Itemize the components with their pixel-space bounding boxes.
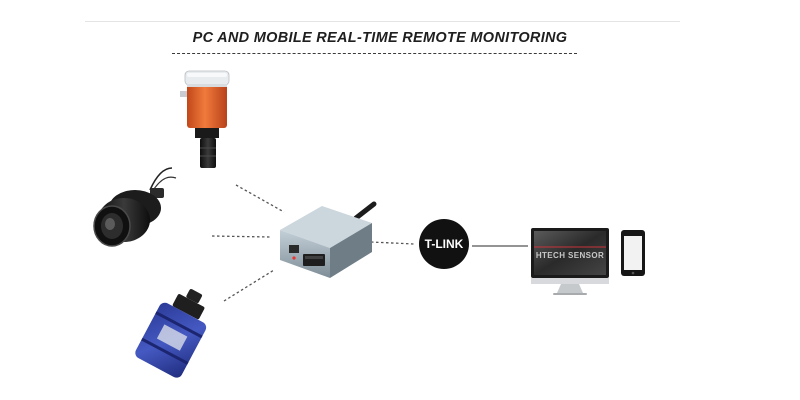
desktop-monitor-icon: HTECH SENSOR (531, 228, 609, 295)
page-title: PC AND MOBILE REAL-TIME REMOTE MONITORIN… (192, 30, 568, 46)
connector-blue-to-gateway (223, 269, 275, 302)
gateway-device-icon (280, 201, 377, 278)
orange-ultrasonic-sensor-icon (180, 70, 230, 168)
blue-ultrasonic-sensor-icon (135, 289, 207, 378)
tlink-label: T-LINK (425, 237, 464, 251)
title-dashed-underline (172, 53, 577, 54)
connector-lines (211, 184, 528, 302)
black-round-sensor-icon (93, 167, 177, 247)
connector-black-to-gateway (211, 235, 271, 238)
connector-gateway-to-tlink (370, 241, 415, 245)
tlink-gateway-node: T-LINK (419, 219, 469, 269)
top-divider-line (85, 21, 680, 22)
smartphone-icon (621, 230, 645, 276)
connector-orange-to-gateway (235, 184, 285, 213)
monitor-screen-text: HTECH SENSOR (536, 251, 604, 260)
